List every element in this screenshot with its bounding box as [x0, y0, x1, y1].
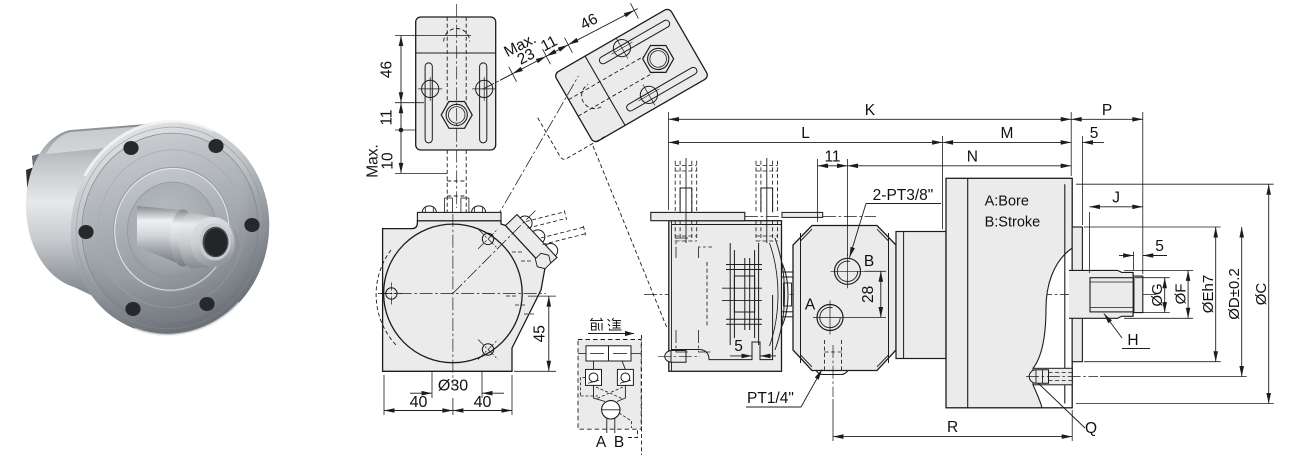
- svg-text:ØG: ØG: [1149, 283, 1166, 306]
- svg-text:10: 10: [380, 152, 397, 170]
- svg-text:46: 46: [578, 10, 601, 33]
- svg-text:K: K: [865, 102, 876, 119]
- svg-text:J: J: [1112, 190, 1120, 207]
- svg-text:M: M: [1000, 125, 1013, 142]
- svg-text:R: R: [947, 419, 958, 436]
- svg-text:2-PT3/8": 2-PT3/8": [873, 187, 934, 204]
- svg-text:11: 11: [538, 33, 560, 56]
- svg-text:ØD±0.2: ØD±0.2: [1226, 268, 1243, 320]
- svg-text:ØEh7: ØEh7: [1200, 275, 1217, 313]
- svg-text:B: B: [864, 253, 874, 270]
- svg-text:A: A: [596, 434, 607, 451]
- svg-text:B: B: [614, 434, 624, 451]
- svg-text:H: H: [1127, 332, 1138, 349]
- svg-text:5: 5: [734, 338, 743, 355]
- svg-text:PT1/4": PT1/4": [747, 390, 794, 407]
- svg-text:N: N: [967, 149, 978, 166]
- svg-text:Q: Q: [1085, 420, 1097, 437]
- svg-text:A: A: [805, 297, 816, 314]
- svg-text:P: P: [1102, 102, 1112, 119]
- svg-text:11: 11: [824, 149, 840, 166]
- svg-text:46: 46: [379, 61, 396, 78]
- svg-text:28: 28: [860, 286, 877, 303]
- svg-text:45: 45: [531, 325, 548, 342]
- svg-text:Ø30: Ø30: [438, 378, 468, 395]
- svg-text:5: 5: [1155, 238, 1164, 255]
- svg-text:Max.: Max.: [365, 144, 382, 178]
- svg-text:B:Stroke: B:Stroke: [985, 215, 1041, 231]
- svg-text:11: 11: [379, 109, 396, 125]
- svg-text:5: 5: [1090, 125, 1099, 142]
- svg-text:40: 40: [410, 394, 428, 411]
- svg-text:ØF: ØF: [1172, 284, 1189, 305]
- svg-text:L: L: [801, 125, 810, 142]
- svg-text:A:Bore: A:Bore: [985, 194, 1029, 210]
- svg-text:23: 23: [515, 45, 538, 68]
- svg-text:ØC: ØC: [1253, 283, 1270, 306]
- svg-text:40: 40: [474, 394, 492, 411]
